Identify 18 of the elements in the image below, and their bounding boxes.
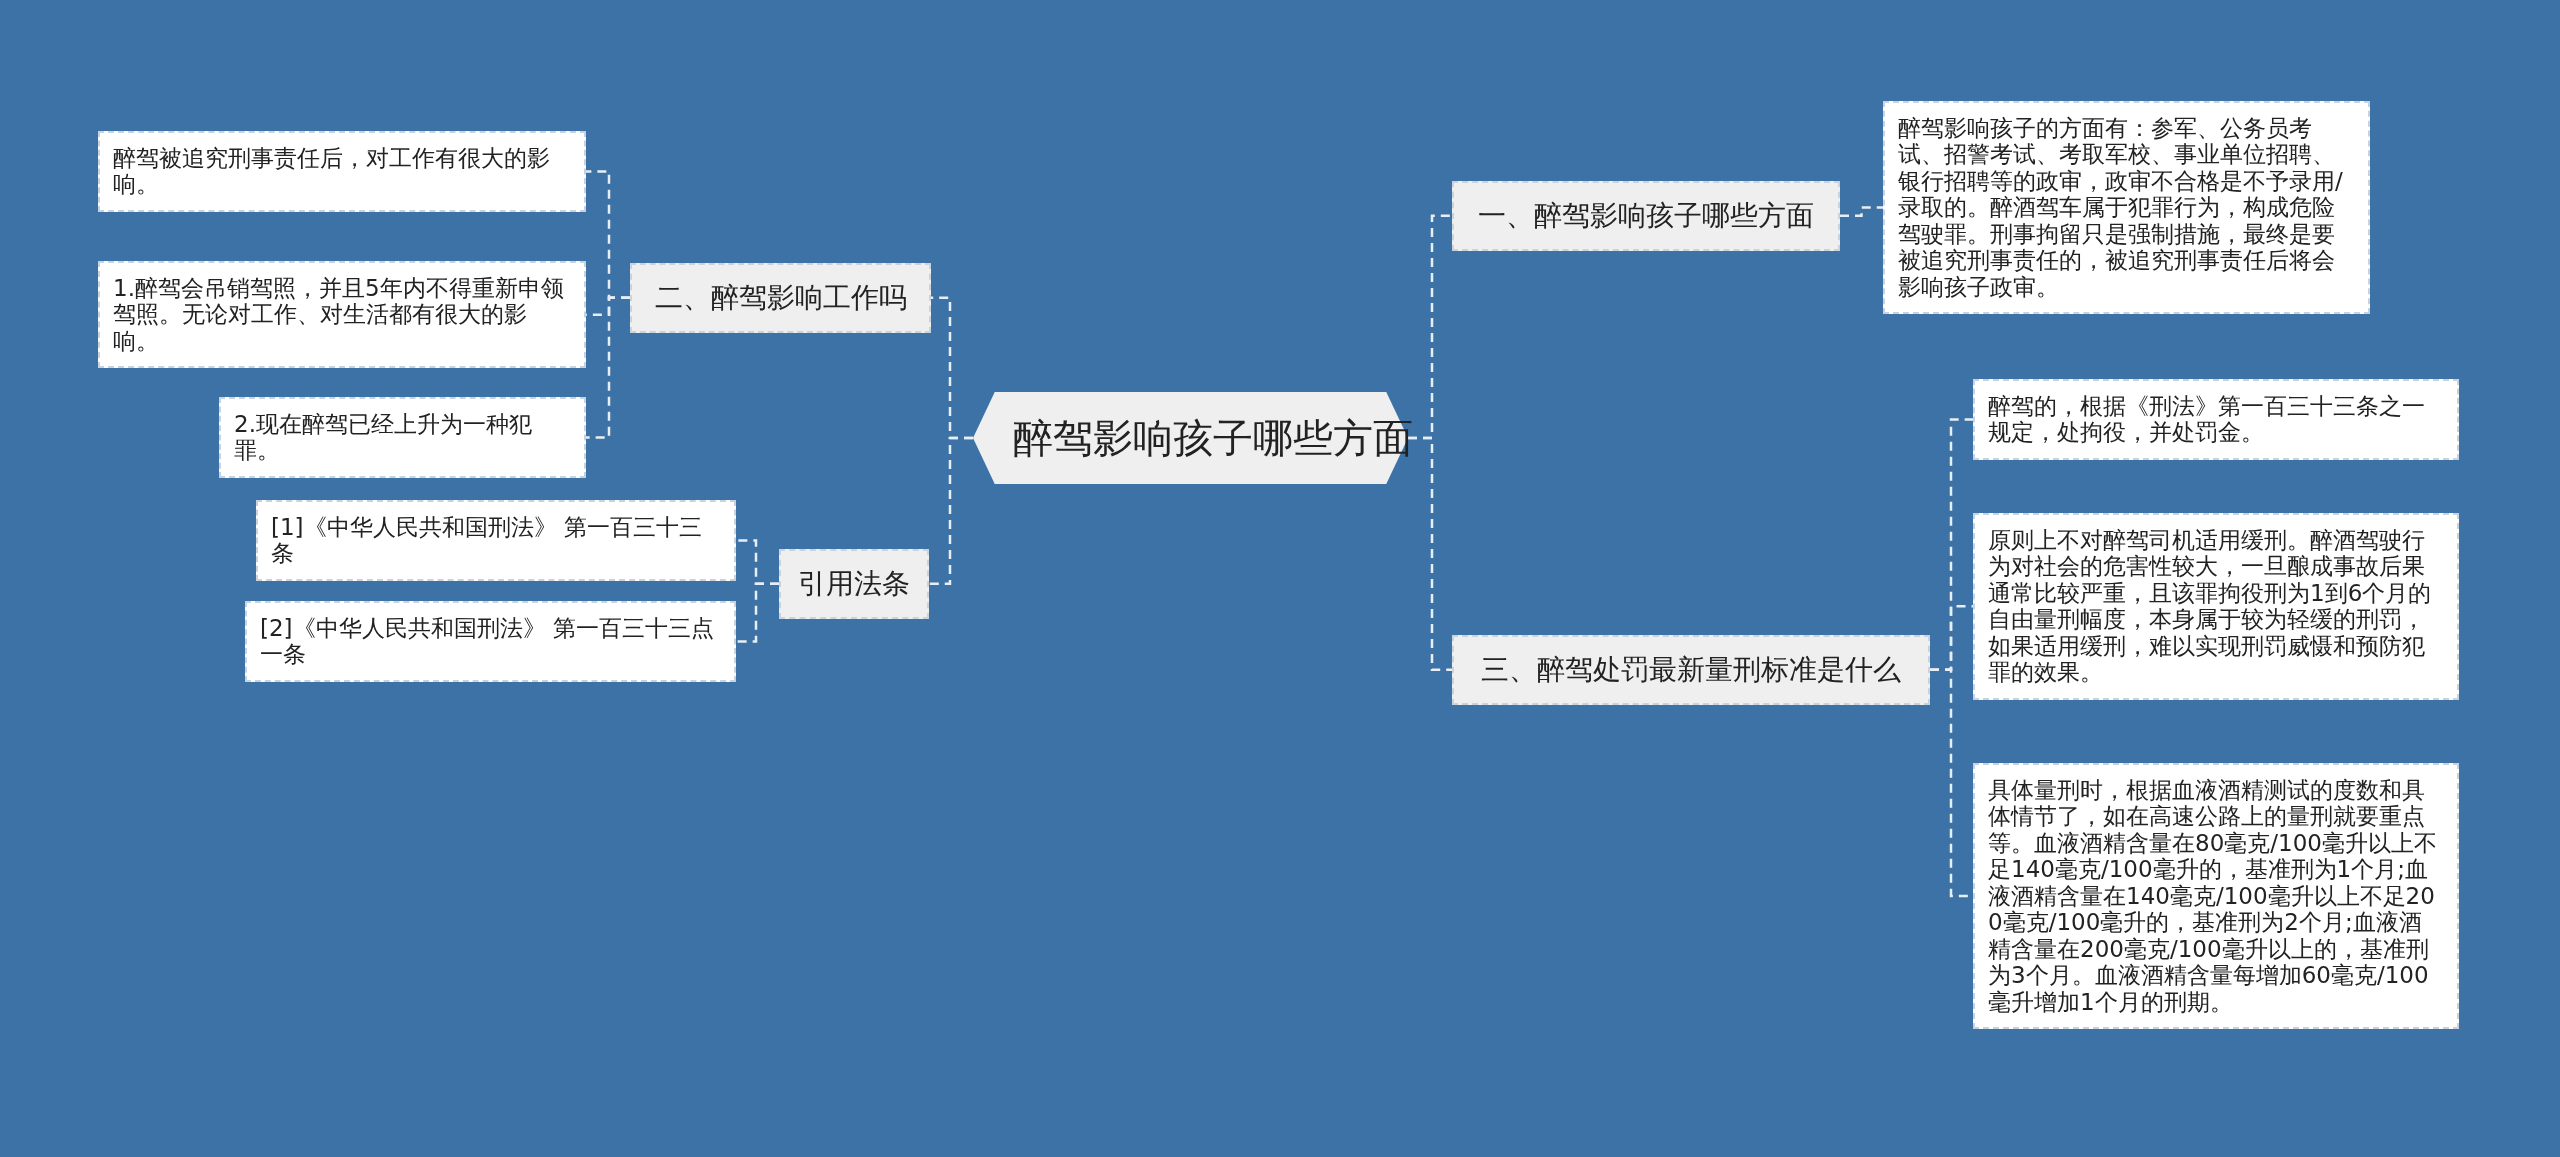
topic-box: 一、醉驾影响孩子哪些方面	[1452, 181, 1840, 251]
text-box: 2.现在醉驾已经上升为一种犯罪。	[219, 397, 586, 478]
connector-line	[736, 582, 779, 643]
text-box: 醉驾被追究刑事责任后，对工作有很大的影响。	[98, 131, 586, 212]
topic-box: 引用法条	[779, 549, 929, 619]
text-box: 1.醉驾会吊销驾照，并且5年内不得重新申领驾照。无论对工作、对生活都有很大的影响。	[98, 261, 586, 369]
connector-line	[1408, 436, 1452, 672]
connector-line	[929, 436, 973, 586]
connector-line	[1840, 206, 1883, 218]
text-box: 醉驾影响孩子的方面有：参军、公务员考试、招警考试、考取军校、事业单位招聘、银行招聘等的政审，政审不合格是不予录用/录取的。醉酒驾车属于犯罪行为，构成危险驾驶罪。刑事拘留只是强制措施，最终是要被追究刑事责任的，被追究刑事责任后将会影响孩子政审。	[1883, 101, 2370, 315]
connector-line	[586, 296, 630, 439]
topic-box: 三、醉驾处罚最新量刑标准是什么	[1452, 635, 1930, 705]
text-box: 醉驾的，根据《刑法》第一百三十三条之一规定，处拘役，并处罚金。	[1973, 379, 2459, 460]
text-box: [1]《中华人民共和国刑法》 第一百三十三条	[256, 500, 736, 581]
text-box: [2]《中华人民共和国刑法》 第一百三十三点一条	[245, 601, 736, 682]
text-box: 原则上不对醉驾司机适用缓刑。醉酒驾驶行为对社会的危害性较大，一旦酿成事故后果通常比较严重，且该罪拘役刑为1到6个月的自由量刑幅度，本身属于较为轻缓的刑罚，如果适用缓刑，难以实现刑罚威慑和预防犯罪的效果。	[1973, 513, 2459, 700]
text-box: 具体量刑时，根据血液酒精测试的度数和具体情节了，如在高速公路上的量刑就要重点等。血液酒精含量在80毫克/100毫升以上不足140毫克/100毫升的，基准刑为1个月;血液酒精含量在140毫克/100毫升以上不足200毫克/100毫升的，基准刑为2个月;血液酒精含量在200毫克/100毫升以上的，基准刑为3个月。血液酒精含量每增加60毫克/100毫升增加1个月的刑期。	[1973, 763, 2459, 1029]
topic-box: 二、醉驾影响工作吗	[630, 263, 931, 333]
